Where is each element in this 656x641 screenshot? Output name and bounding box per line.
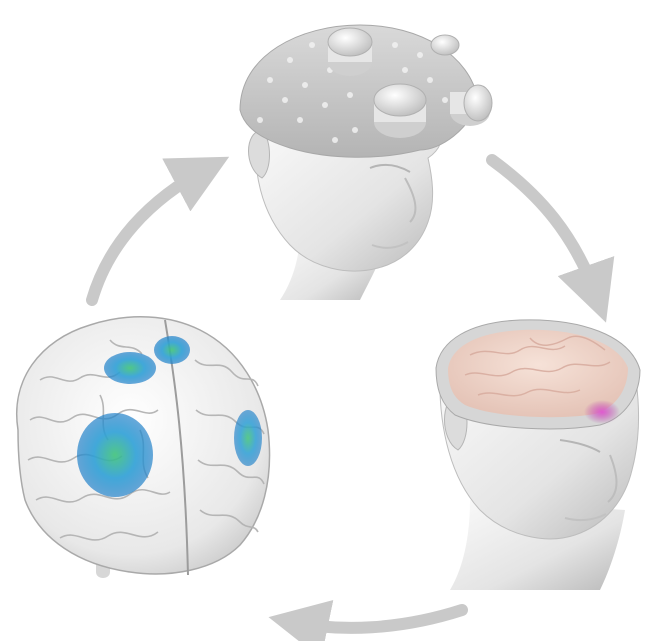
activation-region	[77, 413, 153, 497]
activation-region	[104, 352, 156, 384]
stimulation-coil	[431, 35, 459, 55]
stimulation-coil	[374, 84, 426, 138]
arrow-top-to-right	[492, 160, 598, 300]
head-with-coils-icon	[240, 25, 492, 300]
stimulation-target-spot	[584, 400, 620, 424]
activation-region	[154, 336, 190, 364]
arrow-right-to-left	[292, 610, 462, 628]
stimulation-coil	[328, 28, 372, 76]
head-brain-target-icon	[436, 320, 640, 590]
arrow-left-to-top	[92, 168, 208, 300]
brain-activation-icon	[17, 317, 270, 578]
activation-region	[234, 410, 262, 466]
